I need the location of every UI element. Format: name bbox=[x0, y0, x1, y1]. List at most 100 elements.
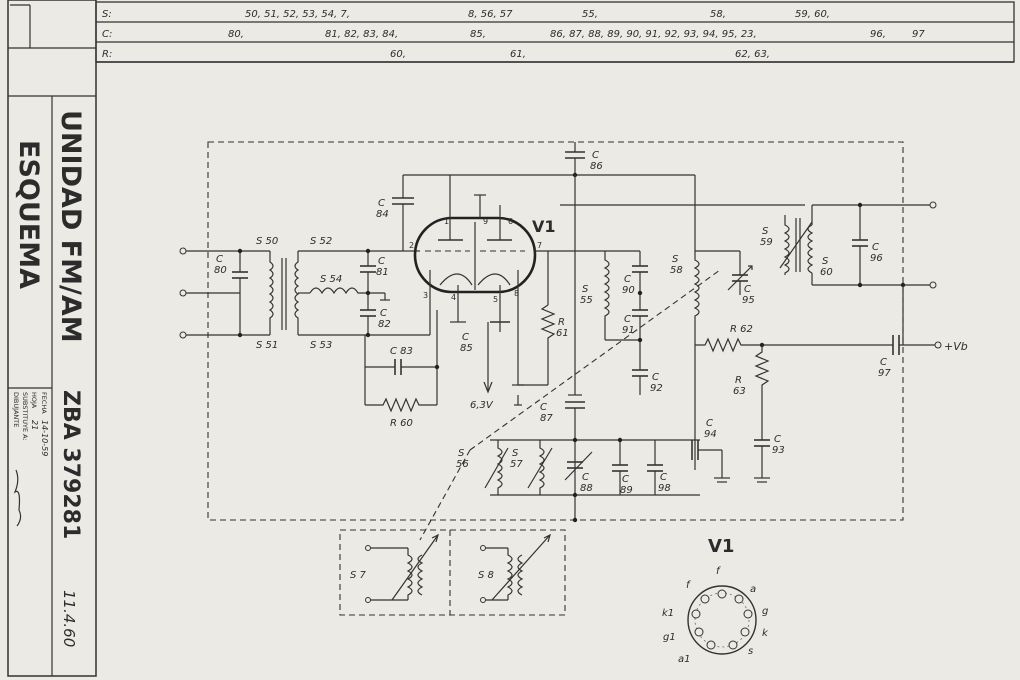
date-note: 11.4.60 bbox=[60, 590, 78, 647]
tube-pin-3: 3 bbox=[423, 291, 428, 300]
tube-v1: V1 1 2 3 4 5 6 7 8 9 bbox=[409, 175, 560, 304]
socket-pin-g1: g1 bbox=[663, 632, 676, 643]
socket-title: V1 bbox=[708, 536, 734, 557]
socket-pin-a: a bbox=[750, 584, 756, 595]
label-s52: S 52 bbox=[310, 236, 332, 247]
label-s53: S 53 bbox=[310, 340, 332, 351]
title-block: UNIDAD FM/AM ESQUEMA ZBA 379281 11.4.60 … bbox=[7, 0, 97, 677]
tube-pin-7: 7 bbox=[537, 241, 542, 250]
ref-c-4: 86, 87, 88, 89, 90, 91, 92, 93, 94, 95, … bbox=[550, 29, 757, 40]
label-r62: R 62 bbox=[730, 324, 753, 335]
label-s51: S 51 bbox=[256, 340, 278, 351]
label-s54: S 54 bbox=[320, 274, 342, 285]
tube-socket: V1 a g k s a1 g1 k1 f f bbox=[662, 536, 769, 665]
ref-s-1: 50, 51, 52, 53, 54, 7, bbox=[245, 9, 350, 20]
tube-pin-8: 8 bbox=[514, 289, 519, 298]
row-label-s: S: bbox=[102, 9, 112, 20]
drawing-number: ZBA 379281 bbox=[58, 390, 83, 539]
band-switch: S 7 S 8 bbox=[350, 533, 551, 603]
tube-pin-6: 6 bbox=[508, 217, 513, 226]
socket-pin-k: k bbox=[762, 628, 769, 639]
socket-pin-a1: a1 bbox=[678, 654, 691, 665]
socket-pin-f1: f bbox=[716, 566, 721, 577]
tube-label: V1 bbox=[532, 217, 556, 236]
title-line2: ESQUEMA bbox=[13, 140, 44, 289]
title-line1: UNIDAD FM/AM bbox=[55, 110, 86, 343]
field-fecha: FECHA bbox=[40, 392, 48, 414]
row-label-c: C: bbox=[102, 29, 112, 40]
tube-pin-4: 4 bbox=[451, 293, 456, 302]
field-hoja: HOJA bbox=[30, 392, 38, 409]
ref-r-1: 60, bbox=[390, 49, 406, 60]
ref-s-3: 55, bbox=[582, 9, 598, 20]
ref-r-2: 61, bbox=[510, 49, 526, 60]
reference-table: S: C: R: 50, 51, 52, 53, 54, 7, 8, 56, 5… bbox=[95, 1, 1015, 63]
ref-c-2: 81, 82, 83, 84, bbox=[325, 29, 398, 40]
socket-pin-s: s bbox=[748, 646, 753, 657]
socket-pin-f2: f bbox=[686, 580, 691, 591]
ref-c-1: 80, bbox=[228, 29, 244, 40]
input-transformer: S 50 S 52 S 51 S 53 bbox=[256, 236, 405, 351]
ref-s-5: 59, 60, bbox=[795, 9, 830, 20]
label-vb: +Vb bbox=[944, 340, 968, 353]
socket-pin-k1: k1 bbox=[662, 608, 674, 619]
field-substituye: SUBSTITUYE A: bbox=[21, 392, 29, 441]
ref-r-3: 62, 63, bbox=[735, 49, 770, 60]
ref-c-3: 85, bbox=[470, 29, 486, 40]
socket-pin-g: g bbox=[762, 606, 768, 617]
hoja-value: 21 bbox=[30, 420, 39, 430]
label-r60: R 60 bbox=[390, 418, 413, 429]
label-c83: C 83 bbox=[390, 346, 413, 357]
ref-c-5: 96, bbox=[870, 29, 886, 40]
ref-s-4: 58, bbox=[710, 9, 726, 20]
label-heater-voltage: 6,3V bbox=[470, 400, 494, 411]
signature-mark bbox=[13, 469, 22, 527]
label-s50: S 50 bbox=[256, 236, 278, 247]
ref-c-6: 97 bbox=[912, 29, 925, 40]
tube-pin-5: 5 bbox=[493, 295, 498, 304]
row-label-r: R: bbox=[102, 49, 112, 60]
label-s8: S 8 bbox=[478, 570, 494, 581]
shield-outline bbox=[207, 141, 904, 616]
ref-s-2: 8, 56, 57 bbox=[468, 9, 513, 20]
fecha-value: 14-10-59 bbox=[40, 420, 49, 456]
tube-pin-1: 1 bbox=[444, 217, 449, 226]
tube-pin-2: 2 bbox=[409, 241, 414, 250]
